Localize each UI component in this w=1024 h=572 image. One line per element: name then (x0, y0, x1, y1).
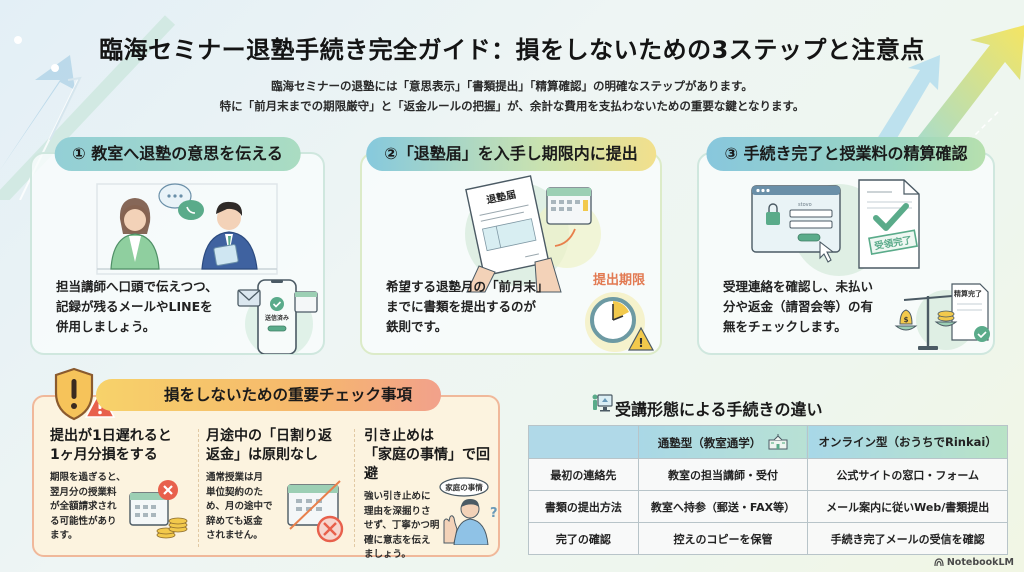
table-row: 完了の確認 控えのコピーを保管 手続き完了メールの受信を確認 (528, 522, 1008, 555)
login-site-label: stovo (798, 202, 812, 208)
step-3-title: ③ 手続き完了と授業料の精算確認 (706, 137, 986, 171)
comparison-table: 通塾型（教室通学） オンライン型（おうちでRinkai） 最初の連絡先 教室の担… (528, 425, 1008, 555)
check-item-1-heading: 提出が1日遅れると 1ヶ月分損をする (50, 428, 172, 463)
conversation-illustration (96, 183, 278, 275)
table-header-classroom: 通塾型（教室通学） (637, 425, 809, 459)
table-cell: 教室へ持参（郵送・FAX等） (637, 490, 809, 523)
no-prorate-calendar-icon (287, 480, 344, 543)
step-1-title: ① 教室へ退塾の意思を伝える (54, 137, 301, 171)
check-item-2-heading: 月途中の「日割り返 返金」は原則なし (206, 428, 332, 463)
brand-watermark: NotebookLM (933, 557, 1014, 568)
table-header-classroom-label: 通塾型（教室通学） (657, 435, 762, 450)
check-item-3-heading: 引き止めは 「家庭の事情」で回避 (364, 428, 490, 482)
table-header-blank (528, 425, 639, 459)
checklist-title: 損をしないための重要チェック事項 (96, 379, 441, 411)
step-2-description: 希望する退塾月の「前月末」 までに書類を提出するのが 鉄則です。 (386, 279, 549, 334)
deadline-clock-illustration: 提出期限 ! (585, 272, 655, 352)
table-row: 最初の連絡先 教室の担当講師・受付 公式サイトの窓口・フォーム (528, 458, 1008, 491)
family-reason-bubble: 家庭の事情 (445, 482, 483, 492)
settlement-scale-illustration: 精算完了 $ (894, 283, 990, 350)
table-cell: 公式サイトの窓口・フォーム (807, 458, 1008, 491)
table-header-online: オンライン型（おうちでRinkai） (807, 425, 1008, 459)
column-divider (198, 429, 199, 547)
receipt-label: 精算完了 (954, 289, 982, 298)
checklist-card: 損をしないための重要チェック事項 提出が1日遅れると 1ヶ月分損をする 期限を過… (32, 367, 500, 560)
subtitle-line-1: 臨海セミナーの退塾には「意思表示」「書類提出」「精算確認」の明確なステップがあり… (271, 79, 753, 93)
step-card-3: ③ 手続き完了と授業料の精算確認 stovo 受領完了 受理連絡を確認し、未払い… (697, 137, 995, 355)
table-cell: 手続き完了メールの受信を確認 (807, 522, 1008, 555)
calendar-coins-icon (129, 480, 188, 539)
svg-text:?: ? (490, 506, 498, 521)
page-subtitle: 臨海セミナーの退塾には「意思表示」「書類提出」「精算確認」の明確なステップがあり… (0, 76, 1024, 116)
comparison-title: 受講形態による手続きの違い (615, 400, 823, 419)
refuse-gesture-person-icon: 家庭の事情 ? (439, 477, 498, 545)
row-label: 最初の連絡先 (528, 458, 639, 491)
withdrawal-form-illustration: 退塾届 (465, 175, 601, 293)
table-cell: 教室の担当講師・受付 (637, 458, 809, 491)
school-building-icon (768, 433, 788, 449)
table-row: 書類の提出方法 教室へ持参（郵送・FAX等） メール案内に従いWeb/書類提出 (528, 490, 1008, 523)
check-item-1-body: 期限を過ぎると、 翌月分の授業料 が全額請求され る可能性があり ます。 (50, 472, 126, 541)
table-cell: 控えのコピーを保管 (637, 522, 809, 555)
check-item-3: 引き止めは 「家庭の事情」で回避 強い引き止めに 理由を深掘りさ せず、丁寧かつ… (364, 427, 500, 560)
page-title: 臨海セミナー退塾手続き完全ガイド：損をしないための3ステップと注意点 (99, 36, 925, 64)
online-class-icon (592, 394, 613, 412)
check-item-2-body: 通常授業は月 単位契約のた め、月の途中で 辞めても返金 されません。 (206, 472, 273, 541)
deadline-label: 提出期限 (593, 272, 646, 288)
column-divider (354, 429, 355, 547)
step-card-1: ① 教室へ退塾の意思を伝える 担当講師へ口頭で伝えつつ、 記録が残るメールやLI… (30, 137, 325, 355)
row-label: 書類の提出方法 (528, 490, 639, 523)
login-receipt-illustration: stovo 受領完了 (751, 179, 920, 276)
phone-badge-label: 送信済み (264, 314, 289, 322)
svg-text:$: $ (904, 316, 909, 324)
brand-label: NotebookLM (946, 557, 1014, 568)
check-item-1: 提出が1日遅れると 1ヶ月分損をする 期限を過ぎると、 翌月分の授業料 が全額請… (50, 427, 192, 551)
phone-sent-illustration: 送信済み (237, 279, 318, 354)
step-3-description: 受理連絡を確認し、未払い 分や返金（請習会等）の有 無をチェックします。 (723, 279, 874, 334)
notebooklm-logo-icon (933, 558, 944, 567)
step-card-2: ②「退塾届」を入手し期限内に提出 退塾届 希望する退塾月の「前月末」 までに書類… (360, 137, 662, 355)
table-header-row: 通塾型（教室通学） オンライン型（おうちでRinkai） (528, 425, 1008, 459)
step-1-description: 担当講師へ口頭で伝えつつ、 記録が残るメールやLINEを 併用しましょう。 (56, 279, 218, 334)
subtitle-line-2: 特に「前月末までの期限厳守」と「返金ルールの把握」が、余計な費用を支払わないため… (219, 99, 805, 113)
svg-text:!: ! (638, 336, 643, 350)
check-item-2: 月途中の「日割り返 返金」は原則なし 通常授業は月 単位契約のた め、月の途中で… (206, 427, 356, 551)
step-2-title: ②「退塾届」を入手し期限内に提出 (366, 137, 656, 171)
row-label: 完了の確認 (528, 522, 639, 555)
table-cell: メール案内に従いWeb/書類提出 (807, 490, 1008, 523)
check-item-3-body: 強い引き止めに 理由を深掘りさ せず、丁寧かつ明 確に意志を伝え ましょう。 (364, 491, 440, 560)
